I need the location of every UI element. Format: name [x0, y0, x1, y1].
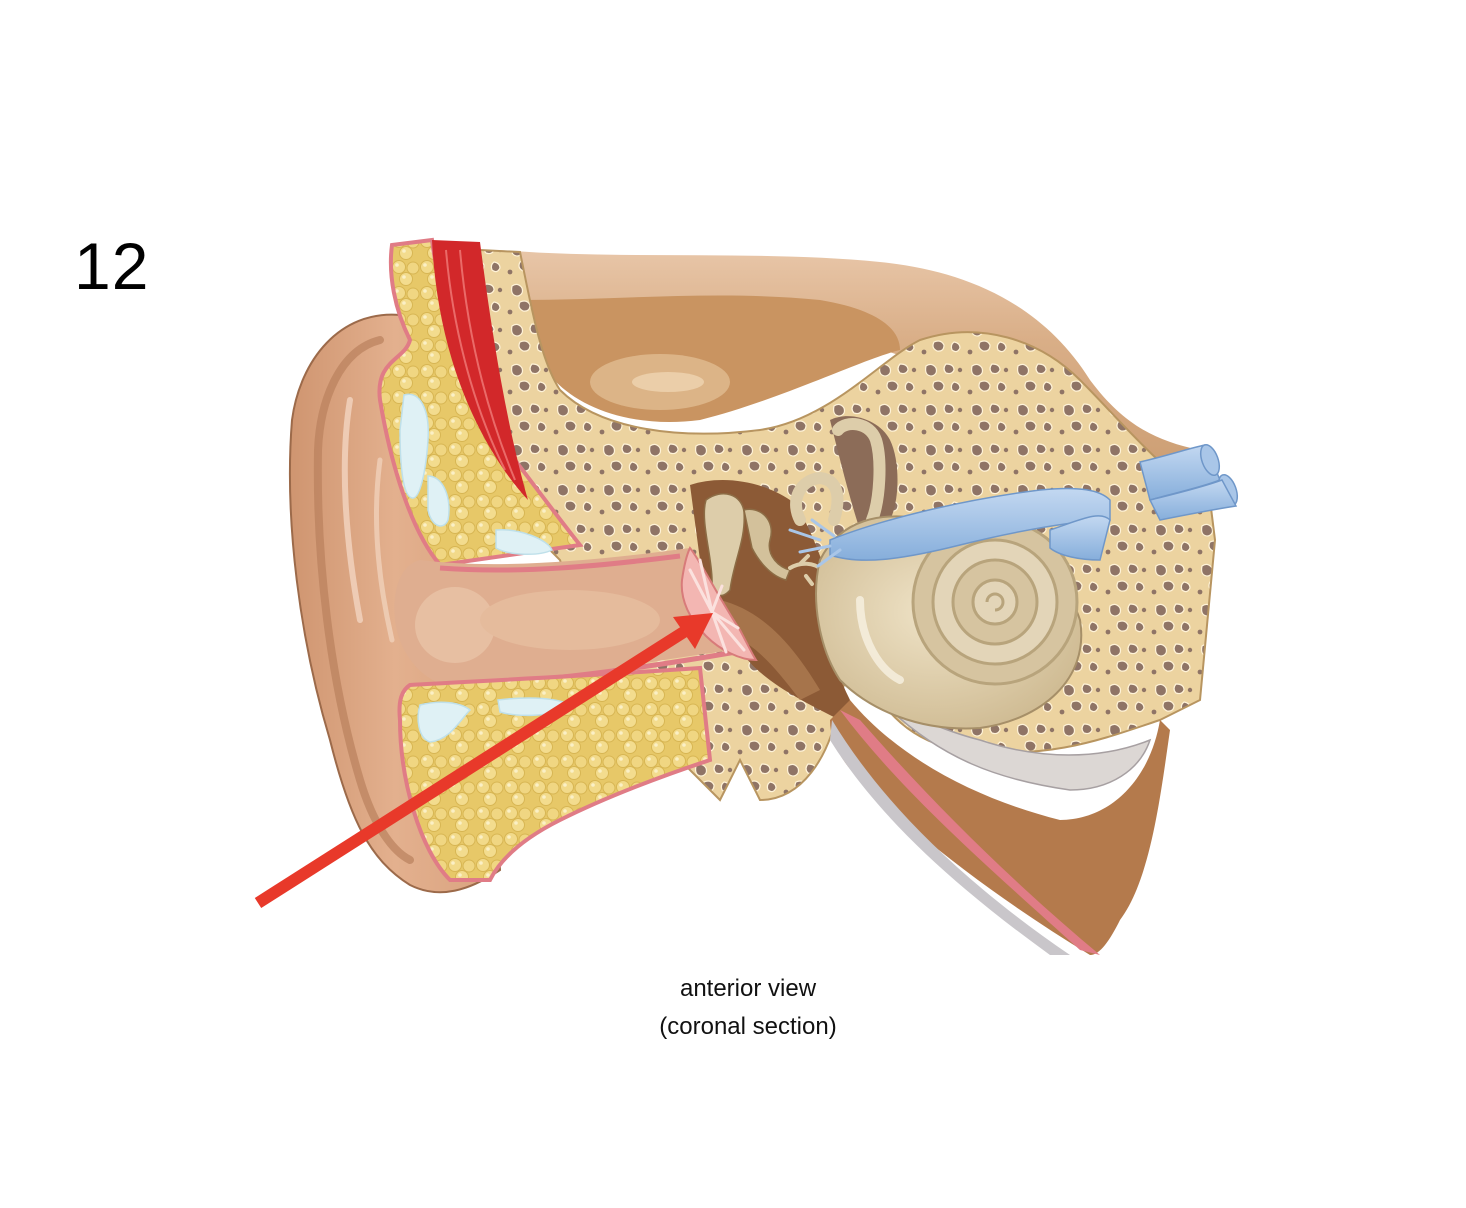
upper-fat-tissue — [377, 237, 584, 568]
scalp-layers — [500, 250, 1215, 510]
ossicles — [703, 493, 824, 597]
vestibulocochlear-nerve — [788, 443, 1239, 568]
semicircular-canals — [790, 416, 898, 530]
pointer-arrow — [254, 613, 713, 909]
tympanic-membrane — [680, 546, 758, 662]
lower-tissue-layers — [830, 699, 1170, 955]
cochlea — [815, 515, 1083, 730]
lower-fat-tissue — [397, 665, 713, 882]
temporalis-muscle — [432, 240, 528, 500]
figure-caption: anterior view (coronal section) — [548, 970, 948, 1046]
caption-line-section: (coronal section) — [659, 1013, 837, 1040]
caption-line-view: anterior view — [679, 975, 817, 1002]
question-number: 12 — [74, 229, 150, 303]
